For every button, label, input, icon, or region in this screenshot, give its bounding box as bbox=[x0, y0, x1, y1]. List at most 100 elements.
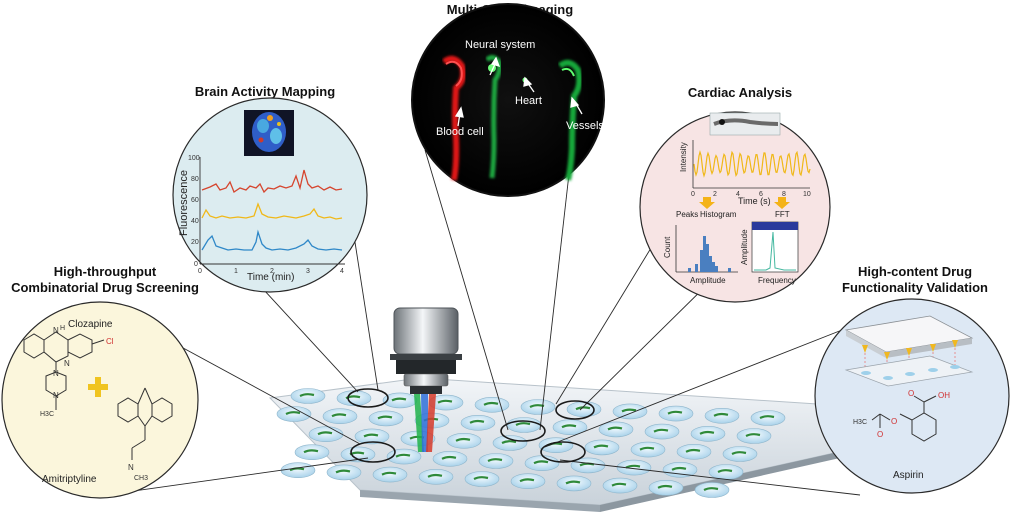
zebrafish-larva bbox=[667, 410, 683, 415]
well bbox=[354, 428, 390, 445]
blood-cell-label: Blood cell bbox=[436, 126, 484, 138]
clozapine-atom-label: N bbox=[64, 359, 70, 368]
plus-icon bbox=[88, 377, 108, 397]
well bbox=[538, 437, 574, 454]
zebrafish-larva bbox=[455, 437, 471, 442]
screening-title-line2: Combinatorial Drug Screening bbox=[11, 280, 199, 295]
well bbox=[322, 408, 358, 425]
cardiac-intensity-trace bbox=[693, 149, 811, 178]
brain-ytick: 80 bbox=[191, 176, 199, 183]
well bbox=[704, 407, 740, 424]
zebrafish-larva bbox=[561, 424, 577, 429]
well bbox=[598, 421, 634, 438]
brain-xtick: 1 bbox=[234, 268, 238, 275]
well bbox=[552, 419, 588, 436]
functionality-title-line1: High-content Drug bbox=[857, 264, 973, 279]
brain-trace-yellow bbox=[201, 202, 343, 220]
clozapine-atom-label: H3C bbox=[40, 411, 54, 418]
frequency-label: Frequency bbox=[758, 276, 796, 285]
aspirin-atom-label: O bbox=[891, 417, 897, 426]
zebrafish-larva bbox=[759, 415, 775, 420]
zebrafish-larva bbox=[731, 451, 747, 456]
down-arrow-icon bbox=[699, 197, 715, 209]
zebrafish-larva bbox=[565, 480, 581, 485]
zebrafish-larva bbox=[441, 455, 457, 460]
mini-well-plate bbox=[844, 355, 974, 387]
well bbox=[474, 396, 510, 413]
well bbox=[276, 406, 312, 422]
amitriptyline-atom-label: N bbox=[128, 463, 134, 472]
zebrafish-larva bbox=[717, 469, 733, 474]
zebrafish-larva bbox=[607, 426, 623, 431]
brain-ytick: 20 bbox=[191, 239, 199, 246]
screening-title-line1: High-throughput bbox=[53, 264, 157, 279]
highlighted-wells bbox=[347, 388, 595, 463]
zebrafish-larva bbox=[473, 476, 489, 481]
multi-organ-circle: Neural system Heart Blood cell Vessels bbox=[411, 3, 605, 197]
well bbox=[336, 390, 372, 407]
zebrafish-larva bbox=[713, 412, 729, 417]
functionality-title: High-content Drug Functionality Validati… bbox=[820, 264, 1010, 296]
zebrafish-larva bbox=[699, 430, 715, 435]
zebrafish-larva bbox=[487, 458, 503, 463]
zebrafish-larva bbox=[285, 411, 301, 416]
cardiac-xtick: 10 bbox=[803, 191, 811, 198]
cardiac-xtick: 4 bbox=[736, 191, 740, 198]
well bbox=[736, 428, 772, 444]
brain-xlabel: Time (min) bbox=[247, 272, 294, 283]
brain-activity-title: Brain Activity Mapping bbox=[194, 84, 336, 99]
well bbox=[446, 432, 482, 449]
well bbox=[510, 473, 546, 490]
excitation-beams bbox=[414, 394, 436, 452]
brain-xtick: 2 bbox=[270, 268, 274, 275]
histogram-label: Histogram bbox=[700, 210, 737, 219]
count-label: Count bbox=[663, 236, 672, 258]
zebrafish-larva bbox=[363, 433, 379, 438]
amitriptyline-atom-label: CH3 bbox=[134, 475, 148, 482]
zebrafish-larva bbox=[299, 393, 315, 398]
well bbox=[750, 410, 786, 426]
fft-ylabel: Amplitude bbox=[740, 229, 749, 265]
well bbox=[708, 464, 744, 480]
well bbox=[616, 459, 652, 476]
chlorine-atom-label: Cl bbox=[106, 337, 114, 346]
zebrafish-larva bbox=[519, 478, 535, 483]
clozapine-atom-label: N bbox=[53, 391, 59, 400]
zebrafish-larva bbox=[331, 413, 347, 418]
functionality-title-line2: Functionality Validation bbox=[842, 280, 988, 295]
clozapine-structure bbox=[23, 331, 105, 410]
well bbox=[644, 423, 680, 440]
well bbox=[658, 405, 694, 422]
fft-label: FFT bbox=[775, 210, 790, 219]
well bbox=[584, 439, 620, 456]
brain-xtick: 0 bbox=[198, 268, 202, 275]
clozapine-atom-label: H bbox=[60, 325, 65, 332]
well bbox=[690, 425, 726, 442]
brain-ytick: 60 bbox=[191, 197, 199, 204]
peaks-label: Peaks bbox=[676, 210, 698, 219]
well bbox=[432, 450, 468, 467]
clozapine-atom-label: N bbox=[53, 326, 59, 335]
aspirin-atom-label: O bbox=[877, 430, 883, 439]
well bbox=[612, 403, 648, 420]
zebrafish-larva bbox=[317, 431, 333, 436]
aspirin-atom-label: OH bbox=[938, 391, 950, 400]
well bbox=[326, 464, 362, 481]
well bbox=[722, 446, 758, 462]
well bbox=[676, 443, 712, 460]
zebrafish-larva bbox=[303, 449, 319, 454]
well bbox=[308, 426, 344, 443]
clozapine-label: Clozapine bbox=[68, 319, 113, 330]
well bbox=[662, 461, 698, 478]
well bbox=[630, 441, 666, 458]
well bbox=[280, 462, 316, 479]
cardiac-analysis-circle: Intensity 0 2 4 6 8 10 Time (s) Peaks Hi… bbox=[639, 111, 831, 303]
well bbox=[648, 479, 684, 496]
aspirin-label: Aspirin bbox=[893, 470, 924, 481]
zebrafish-larva bbox=[639, 446, 655, 451]
zebrafish-larva bbox=[621, 408, 637, 413]
zebrafish-larva bbox=[703, 487, 719, 492]
cardiac-xtick: 6 bbox=[759, 191, 763, 198]
zebrafish-larva bbox=[501, 440, 517, 445]
cardiac-xtick: 8 bbox=[782, 191, 786, 198]
